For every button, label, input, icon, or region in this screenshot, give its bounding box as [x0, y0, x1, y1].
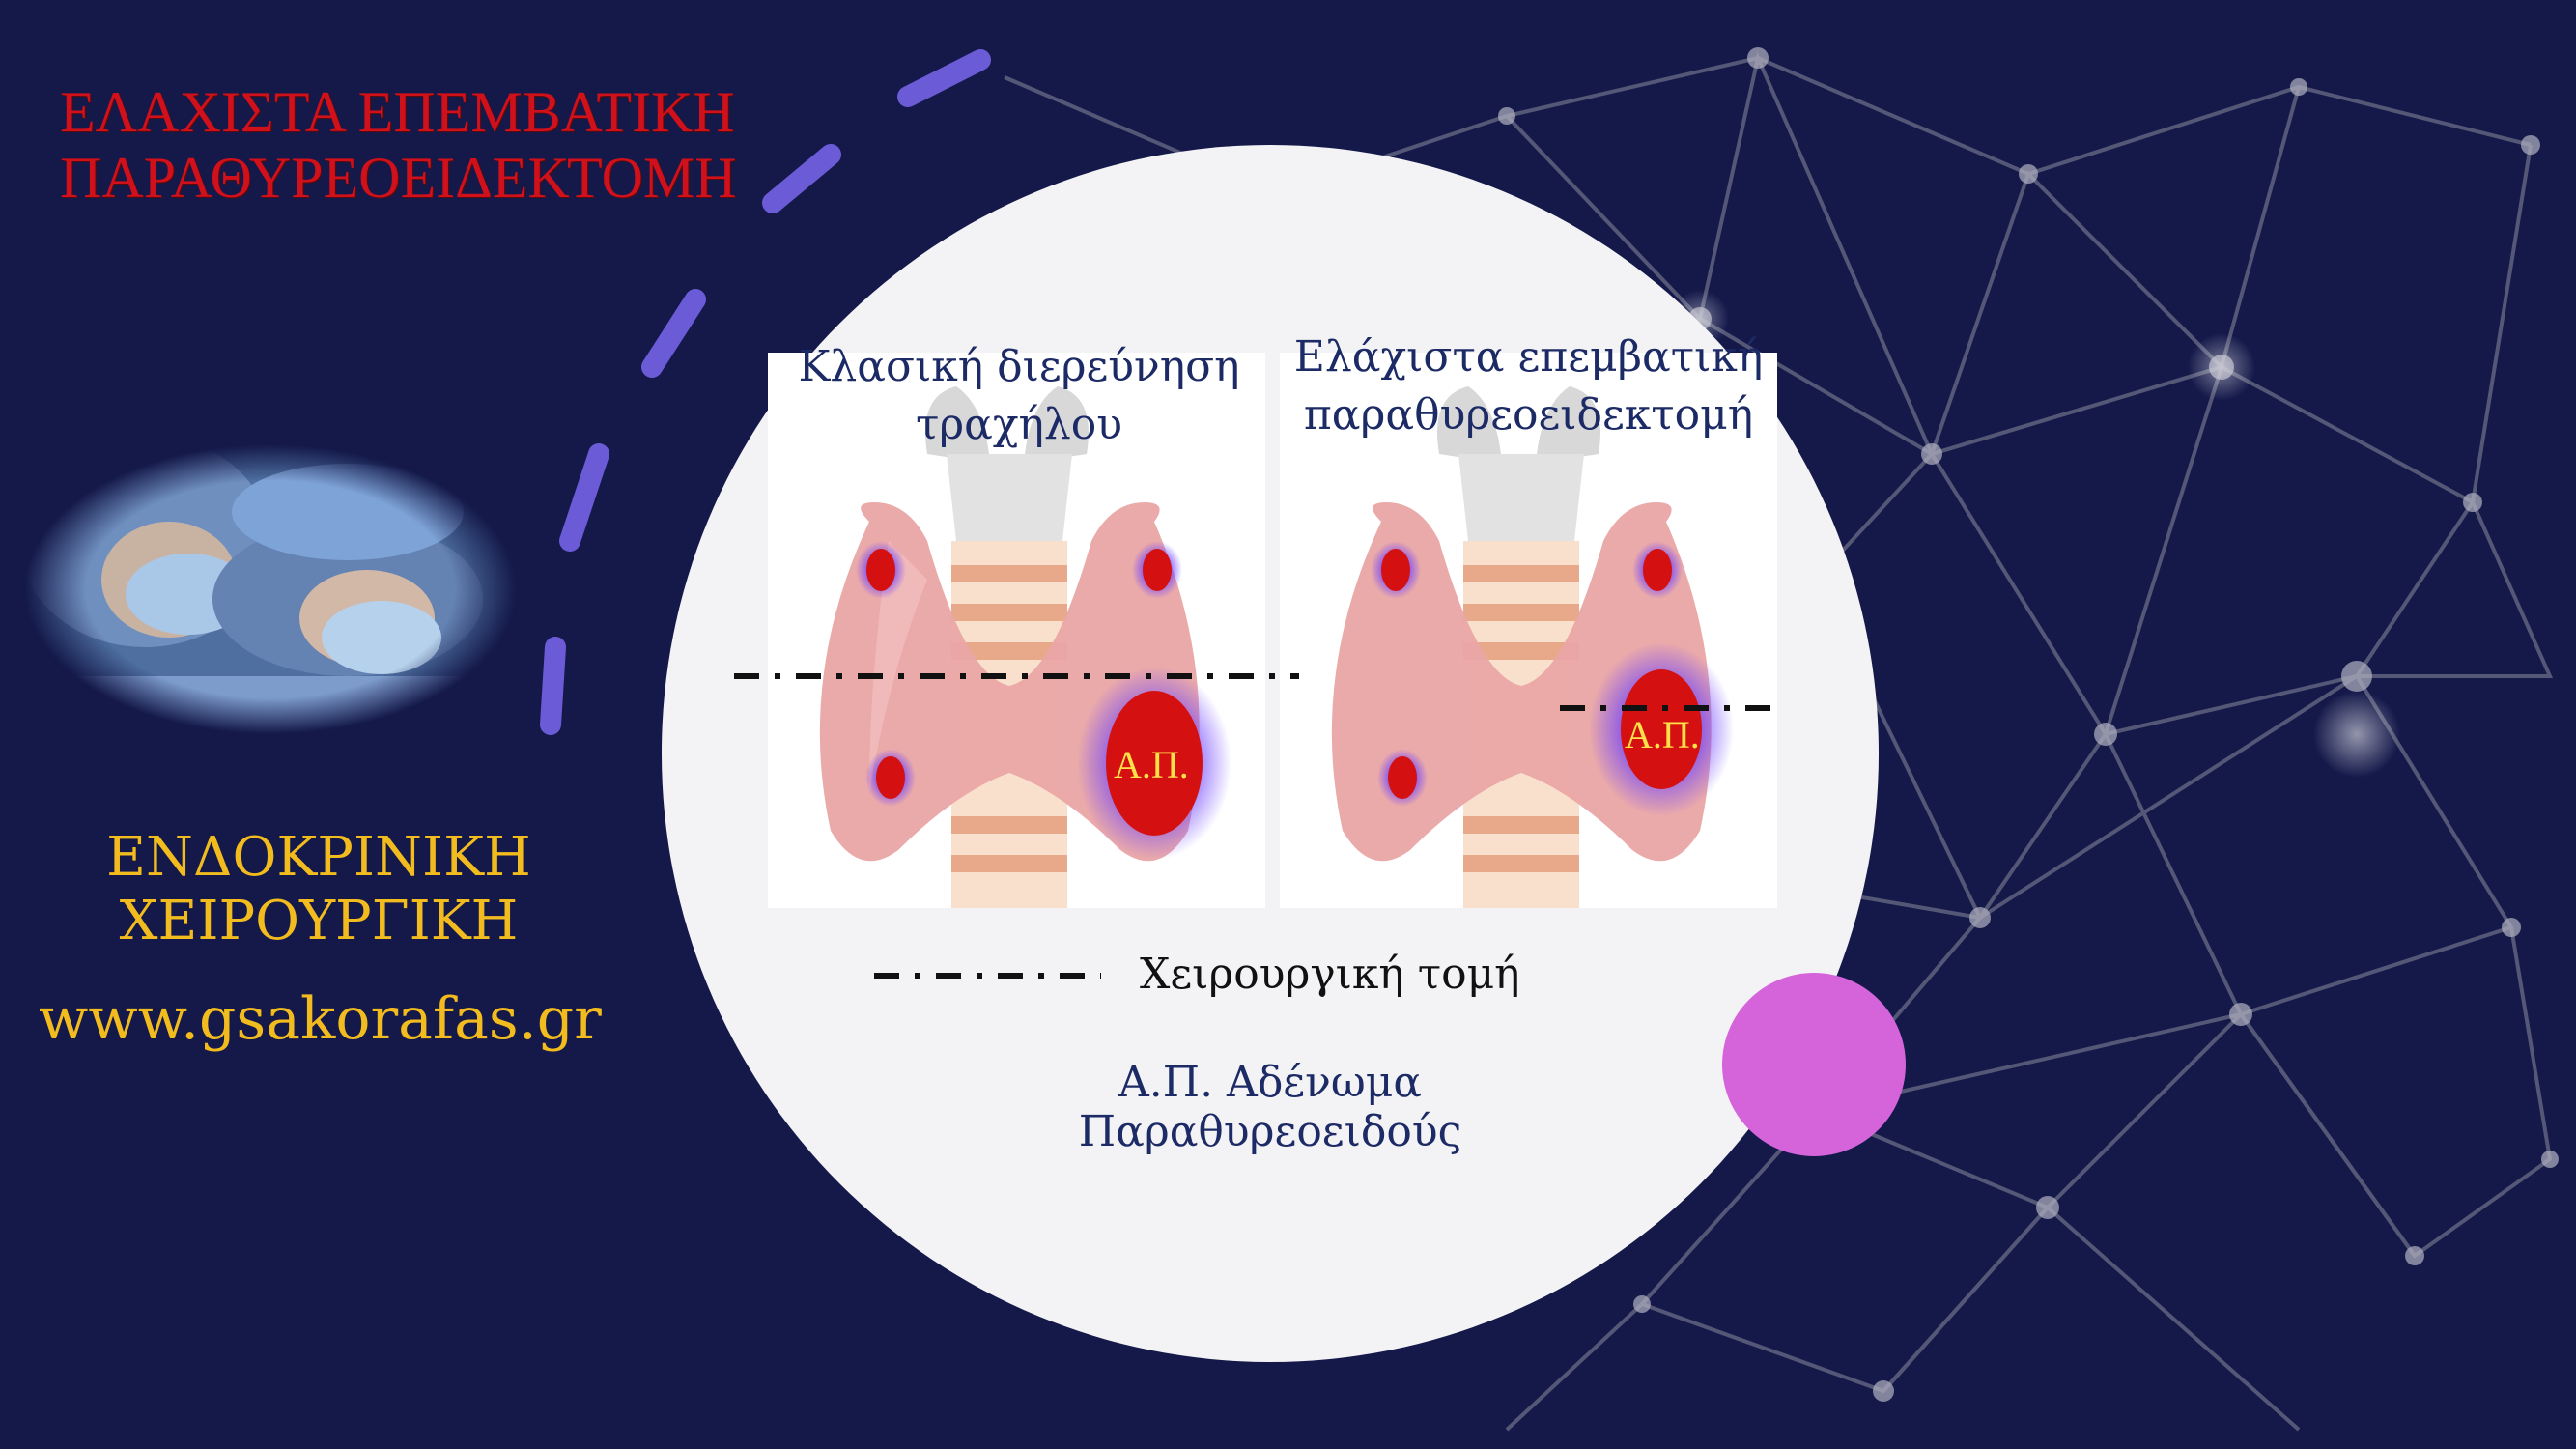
legend-adenoma-label: Α.Π. Αδένωμα Παραθυρεοειδούς [1078, 1058, 1462, 1156]
dashed-arc [540, 49, 991, 735]
specialty-label: ΕΝΔΟΚΡΙΝΙΚΗ ΧΕΙΡΟΥΡΓΙΚΗ [39, 826, 599, 953]
slide-title: ΕΛΑΧΙΣΤΑ ΕΠΕΜΒΑΤΙΚΗ ΠΑΡΑΘΥΡΕΟΕΙΔΕΚΤΟΜΗ [60, 79, 755, 211]
left-thyroid-drawing [734, 386, 1299, 908]
slide-title-line1: ΕΛΑΧΙΣΤΑ ΕΠΕΜΒΑΤΙΚΗ [60, 80, 735, 144]
website-link[interactable]: www.gsakorafas.gr [39, 985, 602, 1053]
left-caption: Κλασική διερεύνηση τραχήλου [773, 338, 1265, 454]
right-thyroid-drawing [1331, 386, 1772, 908]
specialty-line1: ΕΝΔΟΚΡΙΝΙΚΗ [106, 826, 531, 889]
legend-incision-label: Χειρουργική τομή [1140, 950, 1520, 999]
right-caption: Ελάχιστα επεμβατική παραθυρεοειδεκτομή [1280, 328, 1777, 444]
left-caption-line2: τραχήλου [915, 400, 1123, 449]
adenoma-marker-right: Α.Π. [1625, 713, 1700, 756]
specialty-line2: ΧΕΙΡΟΥΡΓΙΚΗ [119, 890, 519, 952]
right-caption-line1: Ελάχιστα επεμβατική [1293, 332, 1764, 382]
adenoma-marker-left: Α.Π. [1114, 743, 1189, 786]
left-caption-line1: Κλασική διερεύνηση [798, 342, 1240, 391]
pink-dot [1722, 973, 1906, 1156]
slide-title-line2: ΠΑΡΑΘΥΡΕΟΕΙΔΕΚΤΟΜΗ [60, 146, 737, 210]
surgeon-photo [19, 435, 522, 753]
right-caption-line2: παραθυρεοειδεκτομή [1303, 390, 1754, 440]
